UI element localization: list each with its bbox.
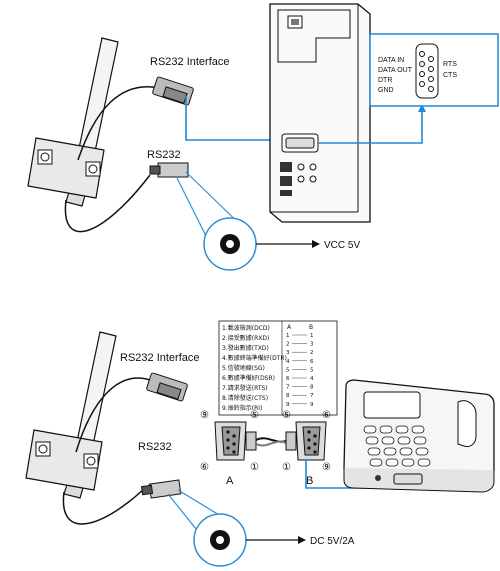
pin-label-data-in: DATA IN	[378, 57, 404, 64]
mounting-bracket-bottom	[25, 429, 103, 491]
pin-map-b: 4	[310, 376, 314, 382]
pin-map-a: 9	[286, 402, 290, 408]
pin-a-9: ⑨	[200, 410, 209, 421]
pin-label-data-out: DATA OUT	[378, 67, 413, 74]
pin-table-row: 4.數據終端準備好(DTR)	[222, 354, 287, 362]
pin-map-a: 6	[286, 376, 290, 382]
pin-b-5: ⑤	[282, 410, 291, 421]
keypad-key	[413, 436, 427, 445]
db9-plug-bottom	[146, 372, 188, 402]
rs232-label-bottom: RS232	[138, 441, 172, 453]
pin-map-b: 8	[310, 385, 314, 391]
pin-label-dtr: DTR	[378, 77, 392, 84]
keypad-key	[369, 458, 383, 467]
vcc-label: VCC 5V	[324, 240, 360, 251]
keypad-key	[411, 425, 425, 434]
pin-map-a: 8	[286, 393, 290, 399]
rs232-label-top: RS232	[147, 149, 181, 161]
cable-to-rs232-top	[64, 174, 151, 233]
pin-table-row: 9.振鈴指示(RI)	[222, 404, 262, 412]
bottom-diagram: RS232 Interface RS232 A B 1.載波檢測(DCD) 2.接…	[25, 320, 495, 567]
pin-table-row: 7.請求發送(RTS)	[222, 384, 268, 392]
pin-map-a: 1	[286, 333, 290, 339]
barrel-plug-top	[149, 162, 189, 178]
pin-table-header-b: B	[309, 324, 313, 331]
interface-label-bottom: RS232 Interface	[120, 352, 200, 364]
pin-box-top: DATA IN DATA OUT DTR GND RTS CTS	[369, 33, 499, 107]
top-diagram: RS232 Interface RS232	[27, 3, 499, 271]
pin-map-b: 7	[310, 393, 314, 399]
pin-a-1: ①	[250, 462, 259, 473]
pin-map-a: 4	[286, 359, 290, 365]
keypad-key	[385, 458, 399, 467]
pin-map-a: 2	[286, 342, 290, 348]
keypad-key	[363, 425, 377, 434]
connector-b-label: B	[306, 475, 313, 487]
pin-table-row: 5.信號地線(SG)	[222, 364, 265, 372]
cable-to-interface-top	[77, 86, 161, 161]
pin-label-rts: RTS	[443, 61, 457, 68]
device-tower	[269, 3, 371, 223]
db9-connector-b: ⑤ ⑥ ① ⑨ B	[282, 410, 331, 487]
pin-b-9: ⑨	[322, 462, 331, 473]
pin-map-b: 5	[310, 367, 314, 373]
pin-label-cts: CTS	[443, 72, 457, 79]
keypad-key	[417, 458, 431, 467]
keypad-key	[367, 447, 381, 456]
pin-b-1: ①	[282, 462, 291, 473]
keypad-key	[397, 436, 411, 445]
pin-map-b: 6	[310, 359, 314, 365]
pin-table-row: 2.接受數據(RXD)	[222, 334, 269, 342]
pin-table-header-a: A	[287, 324, 292, 331]
pin-map-a: 7	[286, 385, 290, 391]
keypad-key	[379, 425, 393, 434]
pin-table-row: 8.清除發送(CTS)	[222, 394, 268, 402]
db9-connector-a: ⑨ ⑤ ⑥ ① A	[200, 410, 259, 487]
connector-a-label: A	[226, 475, 234, 487]
keypad-key	[365, 436, 379, 445]
pin-b-6: ⑥	[322, 410, 331, 421]
pin-map-b: 9	[310, 402, 314, 408]
blue-pinbox-link	[318, 110, 423, 144]
mounting-bracket-top	[27, 137, 105, 199]
attendance-terminal	[343, 379, 495, 493]
db9-plug-top	[152, 76, 194, 106]
keypad-key	[395, 425, 409, 434]
keypad-key	[383, 447, 397, 456]
pin-table-row: 6.數據準備好(DSR)	[222, 374, 275, 382]
pin-map-b: 1	[310, 333, 314, 339]
pin-map-b: 3	[310, 342, 314, 348]
barrel-plug-bottom	[140, 479, 182, 499]
keypad-key	[399, 447, 413, 456]
keypad-key	[401, 458, 415, 467]
power-jack-zoom-top	[203, 217, 257, 271]
power-jack-zoom-bottom	[193, 513, 247, 567]
keypad-key	[381, 436, 395, 445]
interface-label-top: RS232 Interface	[150, 56, 230, 68]
dc-label: DC 5V/2A	[310, 536, 355, 547]
pin-map-b: 2	[310, 350, 314, 356]
pin-a-6: ⑥	[200, 462, 209, 473]
pin-table-row: 1.載波檢測(DCD)	[222, 324, 270, 332]
pin-a-5: ⑤	[250, 410, 259, 421]
pin-table-row: 3.發出數據(TXD)	[222, 344, 269, 352]
blue-cable-top	[185, 96, 282, 141]
keypad-key	[415, 447, 429, 456]
pin-map-a: 5	[286, 367, 290, 373]
pin-map-a: 3	[286, 350, 290, 356]
pin-table: A B 1.載波檢測(DCD) 2.接受數據(RXD) 3.發出數據(TXD) 4.數…	[218, 320, 338, 416]
pin-label-gnd: GND	[378, 87, 394, 94]
